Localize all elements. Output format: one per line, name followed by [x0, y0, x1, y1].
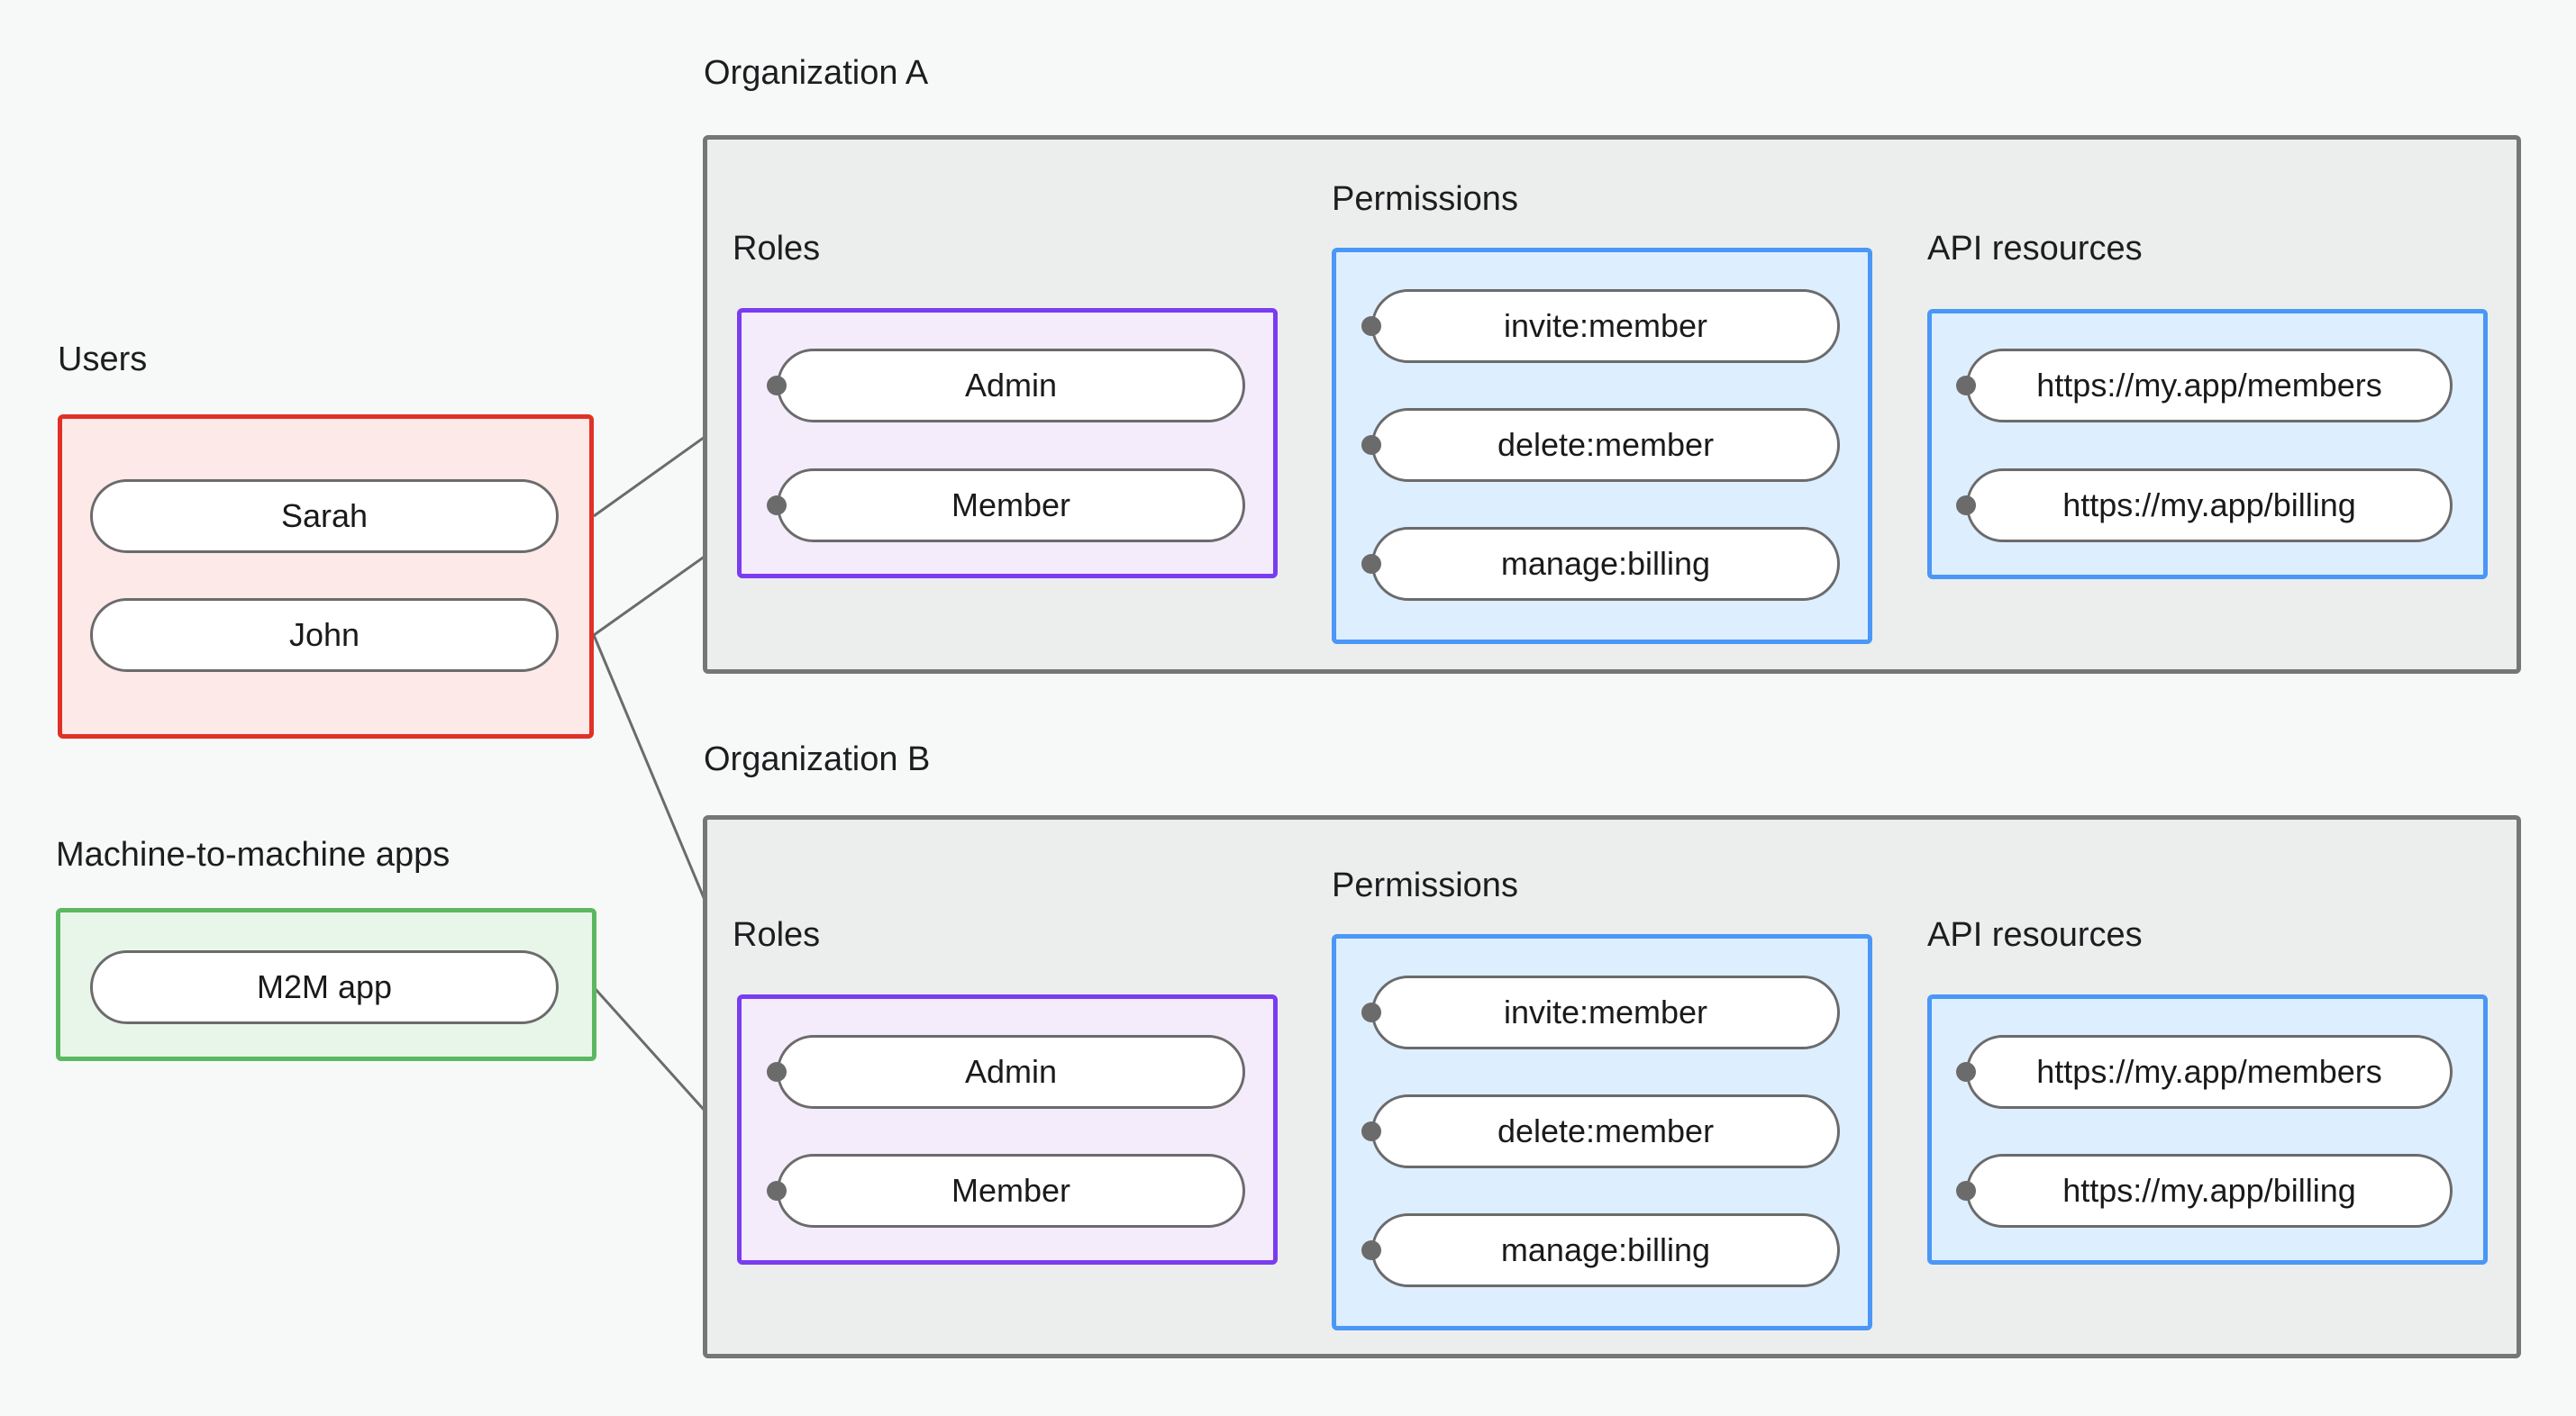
role-node-admin-org-b[interactable]: Admin — [777, 1035, 1245, 1109]
anchor-dot-orgB-api-members — [1956, 1062, 1976, 1082]
anchor-dot-orgA-manage — [1361, 554, 1381, 574]
role-node-admin-org-a[interactable]: Admin — [777, 349, 1245, 422]
anchor-dot-orgB-admin — [767, 1062, 787, 1082]
user-node-john[interactable]: John — [90, 598, 559, 672]
anchor-dot-orgB-manage — [1361, 1240, 1381, 1260]
permission-node-delete-member-org-a[interactable]: delete:member — [1371, 408, 1840, 482]
organization-a-permissions-label: Permissions — [1332, 180, 1518, 218]
m2m-app-node[interactable]: M2M app — [90, 950, 559, 1024]
anchor-dot-orgA-admin — [767, 376, 787, 395]
anchor-dot-orgB-api-billing — [1956, 1181, 1976, 1201]
permission-node-invite-member-org-a[interactable]: invite:member — [1371, 289, 1840, 363]
organization-b-roles-label: Roles — [733, 916, 821, 954]
permission-node-delete-member-org-b[interactable]: delete:member — [1371, 1094, 1840, 1168]
users-container — [58, 414, 594, 739]
role-node-member-org-a[interactable]: Member — [777, 468, 1245, 542]
anchor-dot-orgB-member — [767, 1181, 787, 1201]
organization-a-label: Organization A — [704, 54, 929, 92]
users-label: Users — [58, 340, 148, 378]
permission-node-invite-member-org-b[interactable]: invite:member — [1371, 976, 1840, 1049]
anchor-dot-orgA-delete — [1361, 435, 1381, 455]
user-node-sarah[interactable]: Sarah — [90, 479, 559, 553]
api-resource-node-members-org-b[interactable]: https://my.app/members — [1966, 1035, 2453, 1109]
role-node-member-org-b[interactable]: Member — [777, 1154, 1245, 1228]
api-resource-node-members-org-a[interactable]: https://my.app/members — [1966, 349, 2453, 422]
organization-b-label: Organization B — [704, 740, 931, 778]
anchor-dot-orgA-invite — [1361, 316, 1381, 336]
anchor-dot-orgA-member — [767, 495, 787, 515]
anchor-dot-orgA-api-members — [1956, 376, 1976, 395]
permission-node-manage-billing-org-b[interactable]: manage:billing — [1371, 1213, 1840, 1287]
anchor-dot-orgB-delete — [1361, 1121, 1381, 1141]
machine-to-machine-apps-label: Machine-to-machine apps — [56, 836, 451, 874]
organization-b-api-resources-label: API resources — [1927, 916, 2143, 954]
anchor-dot-orgA-api-billing — [1956, 495, 1976, 515]
organization-a-roles-label: Roles — [733, 230, 821, 268]
organization-b-permissions-label: Permissions — [1332, 867, 1518, 904]
anchor-dot-orgB-invite — [1361, 1003, 1381, 1022]
organization-a-api-resources-label: API resources — [1927, 230, 2143, 268]
permission-node-manage-billing-org-a[interactable]: manage:billing — [1371, 527, 1840, 601]
api-resource-node-billing-org-a[interactable]: https://my.app/billing — [1966, 468, 2453, 542]
api-resource-node-billing-org-b[interactable]: https://my.app/billing — [1966, 1154, 2453, 1228]
